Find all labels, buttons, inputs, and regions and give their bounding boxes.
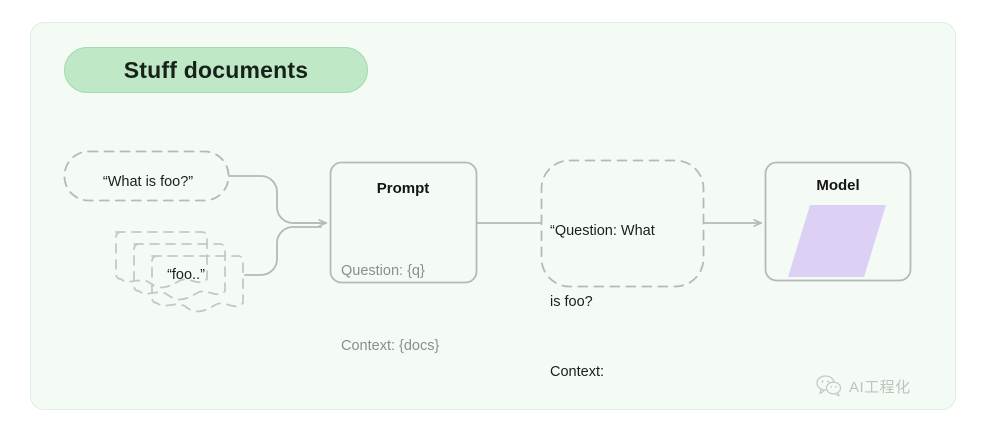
model-box-title: Model [816, 176, 860, 194]
watermark-label: AI工程化 [849, 378, 911, 396]
documents-stack-label: “foo..” [167, 267, 205, 283]
wechat-icon [816, 375, 842, 397]
filled-prompt-line-3: Context: [550, 364, 604, 380]
watermark: AI工程化 [816, 374, 911, 398]
prompt-line-context: Context: {docs} [341, 338, 440, 354]
prompt-box-title: Prompt [376, 179, 430, 197]
question-bubble-label: “What is foo?” [102, 174, 194, 190]
prompt-line-question: Question: {q} [341, 263, 425, 279]
filled-prompt-line-2: is foo? [550, 293, 593, 310]
prompt-box-body: Question: {q} Context: {docs} [341, 209, 439, 409]
filled-prompt-line-1: “Question: What [550, 223, 655, 239]
filled-prompt-bubble-body: “Question: What is foo? Context: foo is.… [550, 173, 655, 434]
diagram-title-badge: Stuff documents [64, 47, 368, 93]
page-title: Stuff documents [123, 56, 309, 83]
